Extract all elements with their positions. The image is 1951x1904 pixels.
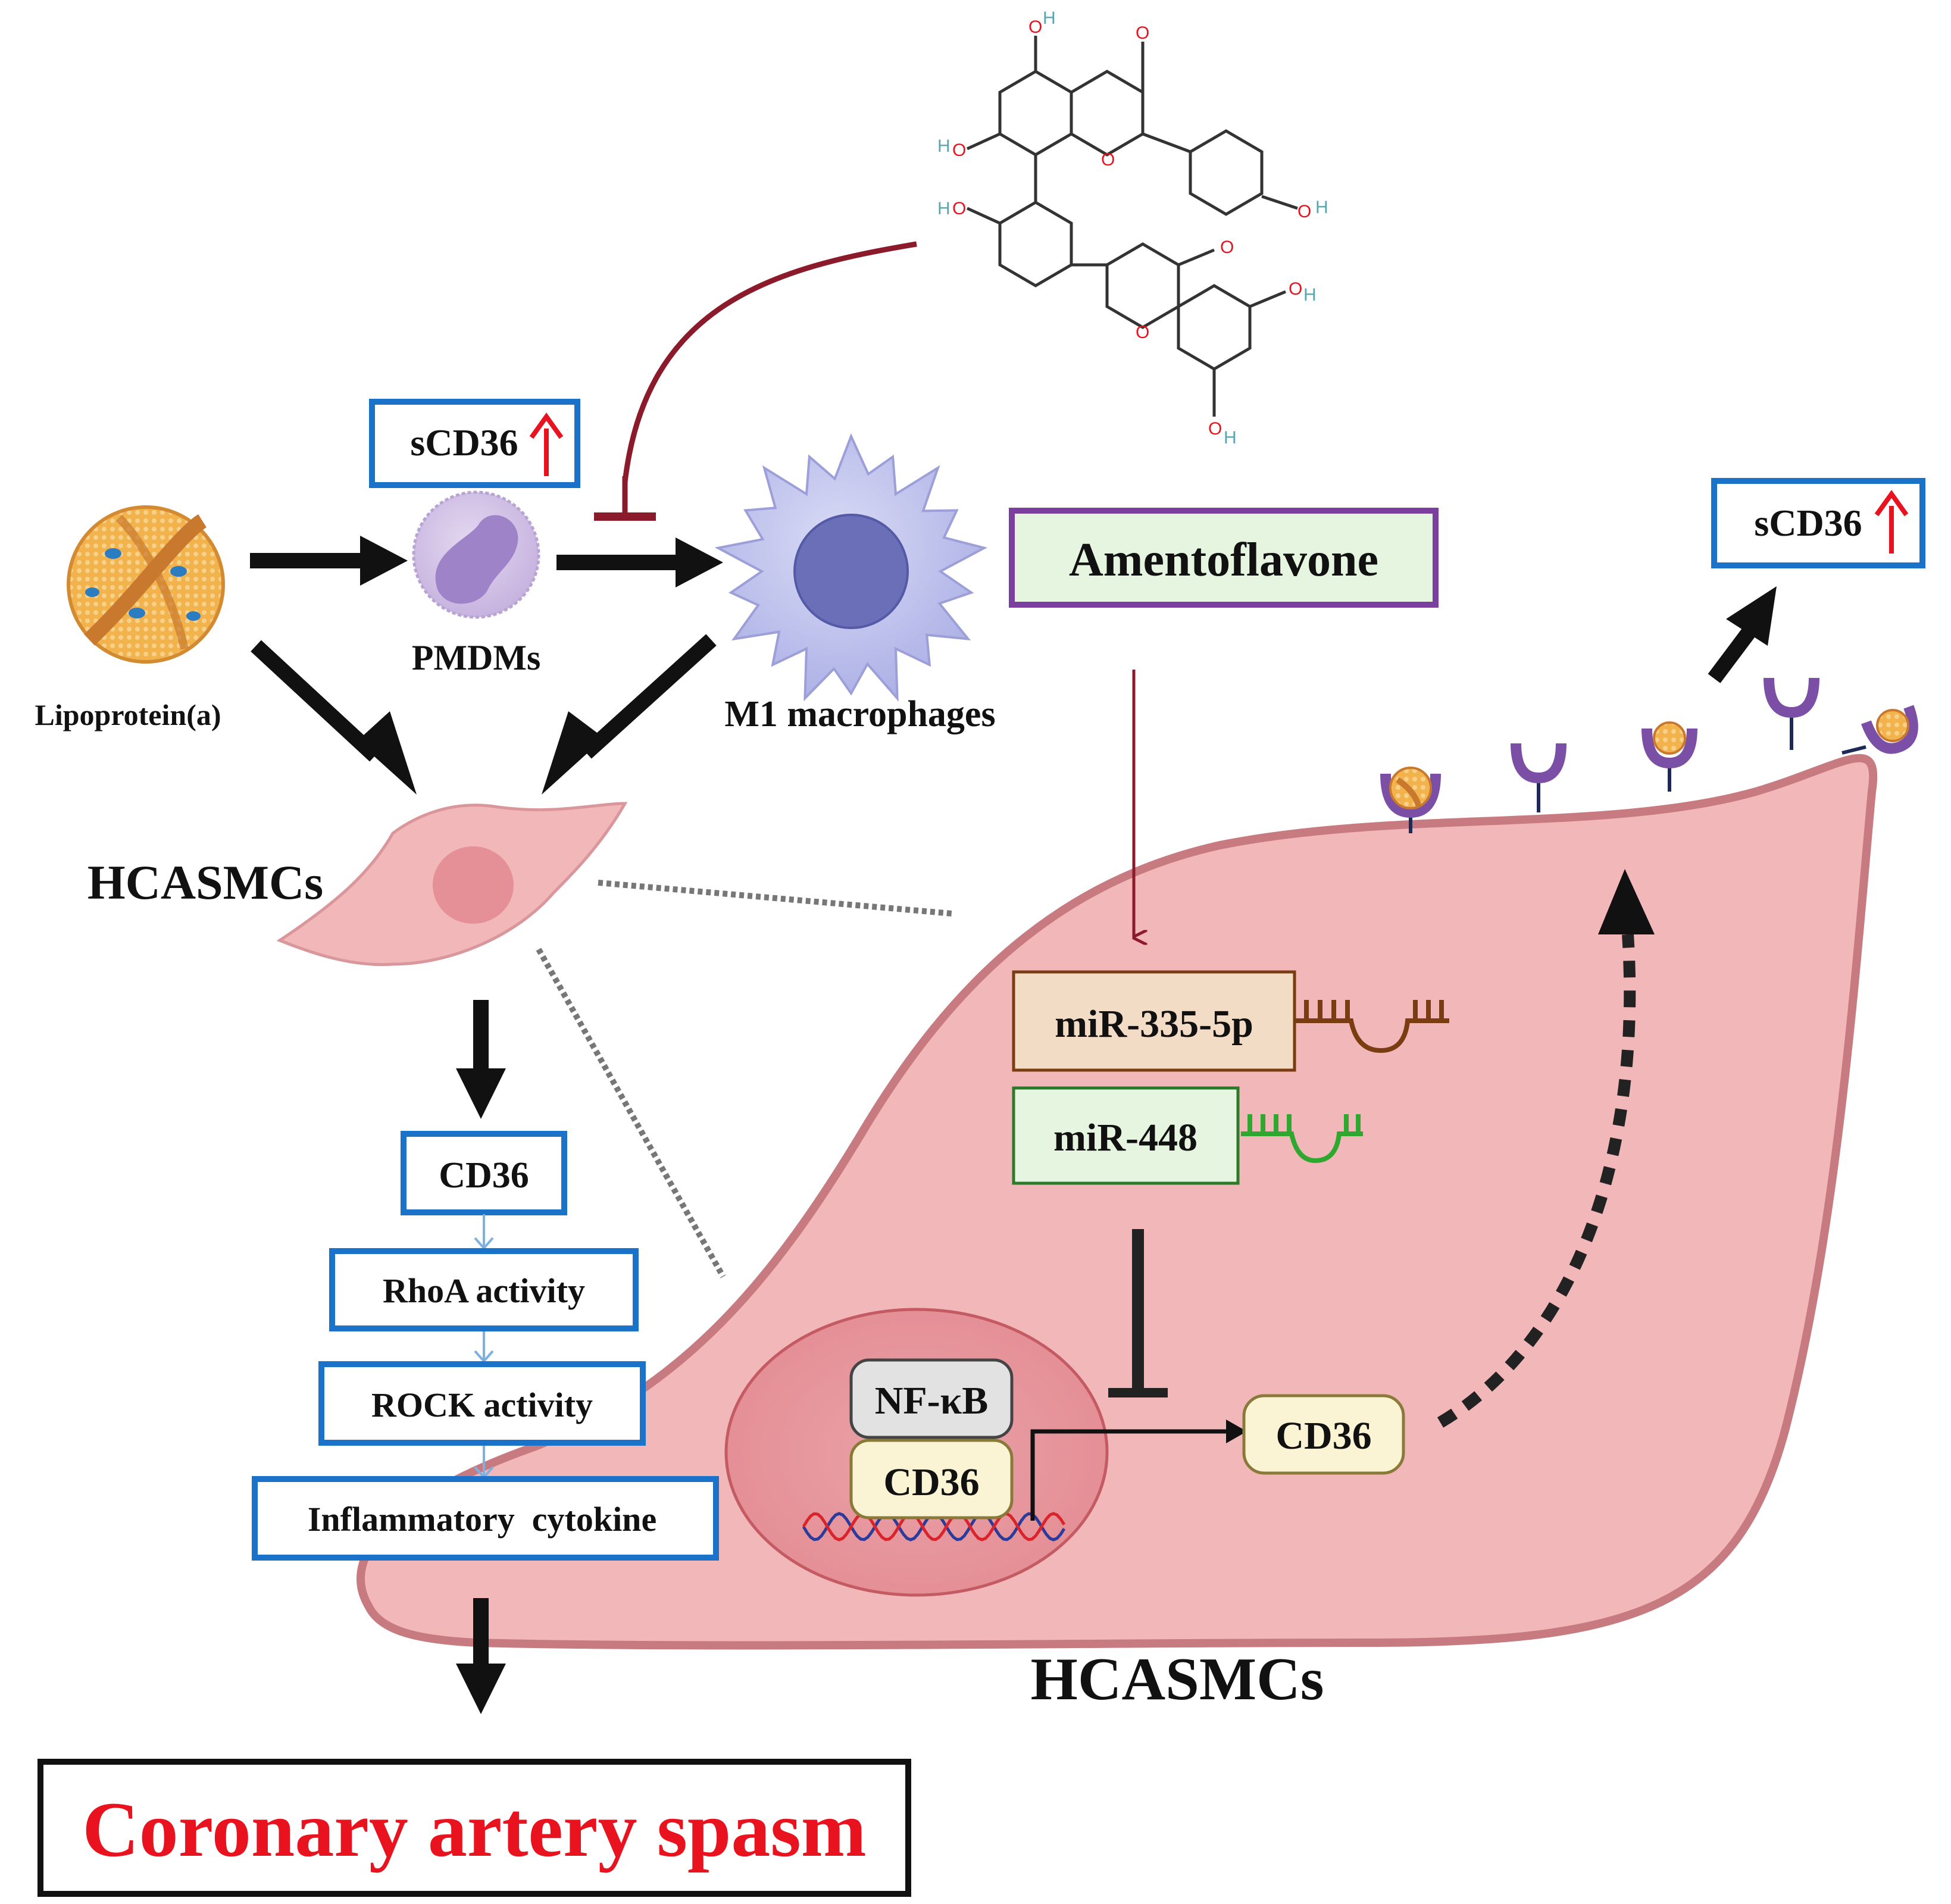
amentoflavone-inhibit-curve bbox=[622, 241, 917, 483]
svg-text:O: O bbox=[1028, 17, 1042, 37]
pmdms-label: PMDMs bbox=[412, 638, 541, 677]
svg-text:O: O bbox=[1220, 237, 1234, 257]
amentoflavone-box bbox=[1009, 508, 1439, 608]
lipoprotein-particle-icon bbox=[67, 505, 225, 664]
svg-text:H: H bbox=[937, 136, 951, 156]
m1-to-hcasmc-arrow bbox=[542, 711, 604, 795]
scd36-release-arrow bbox=[1726, 586, 1777, 646]
large-hcasmcs-label: HCASMCs bbox=[1030, 1646, 1324, 1713]
svg-text:H: H bbox=[1224, 428, 1237, 448]
svg-text:H: H bbox=[1303, 285, 1317, 305]
mir-inhibition-marker bbox=[1108, 1229, 1168, 1397]
nucleus-cd36-label: CD36 bbox=[883, 1461, 979, 1504]
mir335-box bbox=[1012, 970, 1296, 1072]
hcasmc-to-cd36-arrow bbox=[456, 1068, 506, 1119]
svg-text:O: O bbox=[1136, 23, 1149, 43]
rock-label: ROCK activity bbox=[371, 1386, 593, 1424]
amentoflavone-molecule-icon bbox=[966, 36, 1298, 417]
amentoflavone-label: Amentoflavone bbox=[1069, 534, 1378, 586]
rhoa-label: RhoA activity bbox=[383, 1271, 585, 1310]
cytokine-to-outcome-arrow bbox=[456, 1664, 506, 1714]
mir448-box bbox=[1012, 1086, 1240, 1185]
zoom-line-top bbox=[598, 880, 953, 917]
transcription-arrow bbox=[1030, 1429, 1226, 1521]
svg-text:H: H bbox=[1043, 8, 1056, 28]
outcome-box bbox=[37, 1759, 911, 1897]
scd36-right-up-arrow bbox=[1874, 490, 1909, 554]
cd36-label: CD36 bbox=[439, 1155, 529, 1196]
mir448-label: miR-448 bbox=[1053, 1116, 1198, 1159]
mir335-strand-icon bbox=[1295, 1000, 1449, 1053]
svg-text:O: O bbox=[1101, 150, 1115, 170]
molecule-atom-labels: O H O O H O O H O H O O O H O H bbox=[937, 8, 1328, 448]
rhoa-box bbox=[329, 1248, 639, 1331]
svg-text:O: O bbox=[952, 140, 966, 160]
svg-text:O: O bbox=[952, 199, 966, 218]
cytokine-box bbox=[252, 1476, 719, 1561]
nfkb-box bbox=[849, 1358, 1014, 1439]
cd36-protein-box bbox=[1242, 1394, 1405, 1475]
nucleus-cd36-box bbox=[849, 1439, 1014, 1520]
scd36-right-label: sCD36 bbox=[1754, 502, 1862, 544]
svg-text:O: O bbox=[1208, 419, 1222, 439]
small-hcasmcs-label: HCASMCs bbox=[87, 855, 323, 909]
cd36-protein-label: CD36 bbox=[1275, 1414, 1371, 1458]
lipoprotein-to-pmdms-arrow bbox=[360, 536, 408, 586]
zoom-line-bottom bbox=[536, 948, 726, 1278]
scd36-right-box bbox=[1711, 478, 1925, 568]
mir335-label: miR-335-5p bbox=[1055, 1002, 1253, 1046]
svg-text:H: H bbox=[937, 199, 951, 218]
m1-label: M1 macrophages bbox=[724, 694, 995, 734]
cd36-box bbox=[401, 1131, 567, 1215]
lipoprotein-to-hcasmc-arrow bbox=[357, 711, 417, 795]
rock-box bbox=[318, 1361, 646, 1446]
secretion-dotted-arrow bbox=[1437, 934, 1636, 1428]
scd36-left-box bbox=[369, 399, 580, 488]
nfkb-label: NF-κB bbox=[875, 1379, 989, 1422]
lipoprotein-label: Lipoprotein(a) bbox=[35, 698, 221, 731]
outcome-label: Coronary artery spasm bbox=[82, 1786, 866, 1873]
mir448-strand-icon bbox=[1241, 1114, 1363, 1164]
svg-text:O: O bbox=[1289, 279, 1302, 299]
scd36-left-up-arrow bbox=[529, 412, 564, 476]
pmdm-cell-icon bbox=[412, 490, 540, 619]
cd36-receptors bbox=[1380, 677, 1918, 833]
small-hcasmc-cell bbox=[276, 802, 628, 967]
pmdms-to-m1-arrow bbox=[676, 537, 723, 587]
svg-text:O: O bbox=[1136, 323, 1149, 342]
svg-text:H: H bbox=[1315, 198, 1328, 217]
svg-text:O: O bbox=[1297, 202, 1311, 221]
m1-macrophage-icon bbox=[714, 433, 988, 702]
scd36-left-label: sCD36 bbox=[410, 421, 518, 464]
cytokine-label: Inflammatory cytokine bbox=[308, 1500, 656, 1539]
